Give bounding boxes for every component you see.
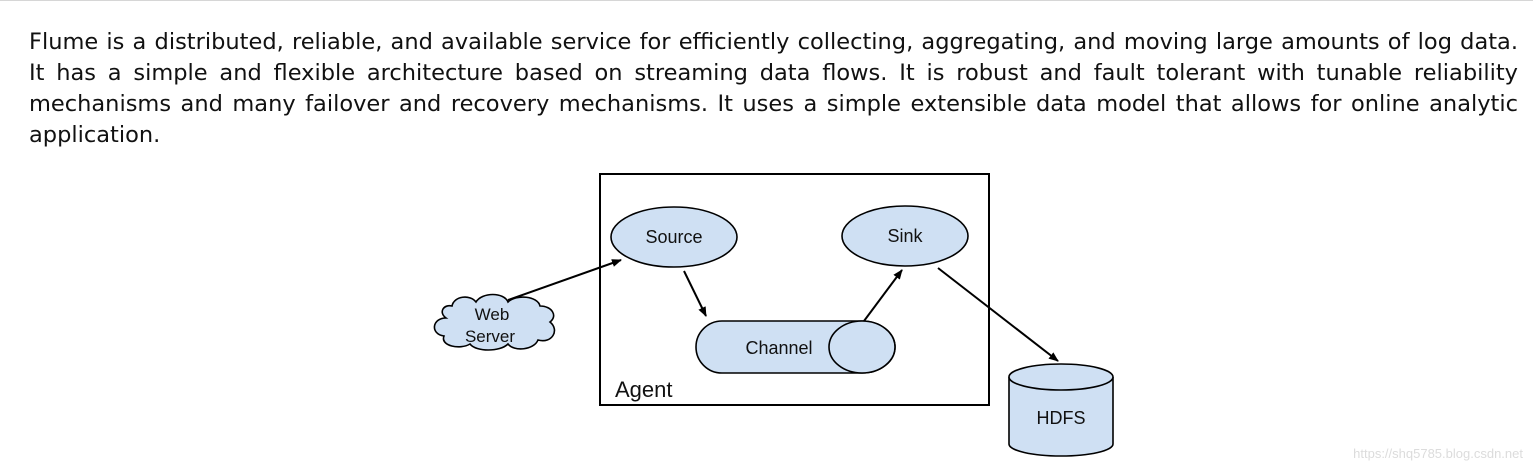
sink-label: Sink [887,226,923,246]
arrow-sink-to-hdfs [937,267,1059,362]
source-node [610,206,738,268]
web-server-label-line1: Web [475,305,510,324]
agent-label: Agent [615,377,673,402]
arrow-channel-to-sink [863,269,903,322]
hdfs-label: HDFS [1037,408,1086,428]
channel-label: Channel [745,338,812,358]
web-server-label-line2: Server [465,327,515,346]
top-divider [0,0,1533,1]
source-label: Source [645,227,702,247]
hdfs-node: HDFS [1008,363,1114,457]
channel-node: Channel [695,320,896,374]
intro-paragraph: Flume is a distributed, reliable, and av… [29,29,1518,148]
sink-node [841,205,969,267]
watermark-url: https://shq5785.blog.csdn.net [1353,446,1523,461]
arrow-webserver-to-source [507,259,622,301]
agent-box [599,173,990,406]
arrow-source-to-channel [683,270,707,317]
web-server-cloud: Web Server [433,293,556,351]
